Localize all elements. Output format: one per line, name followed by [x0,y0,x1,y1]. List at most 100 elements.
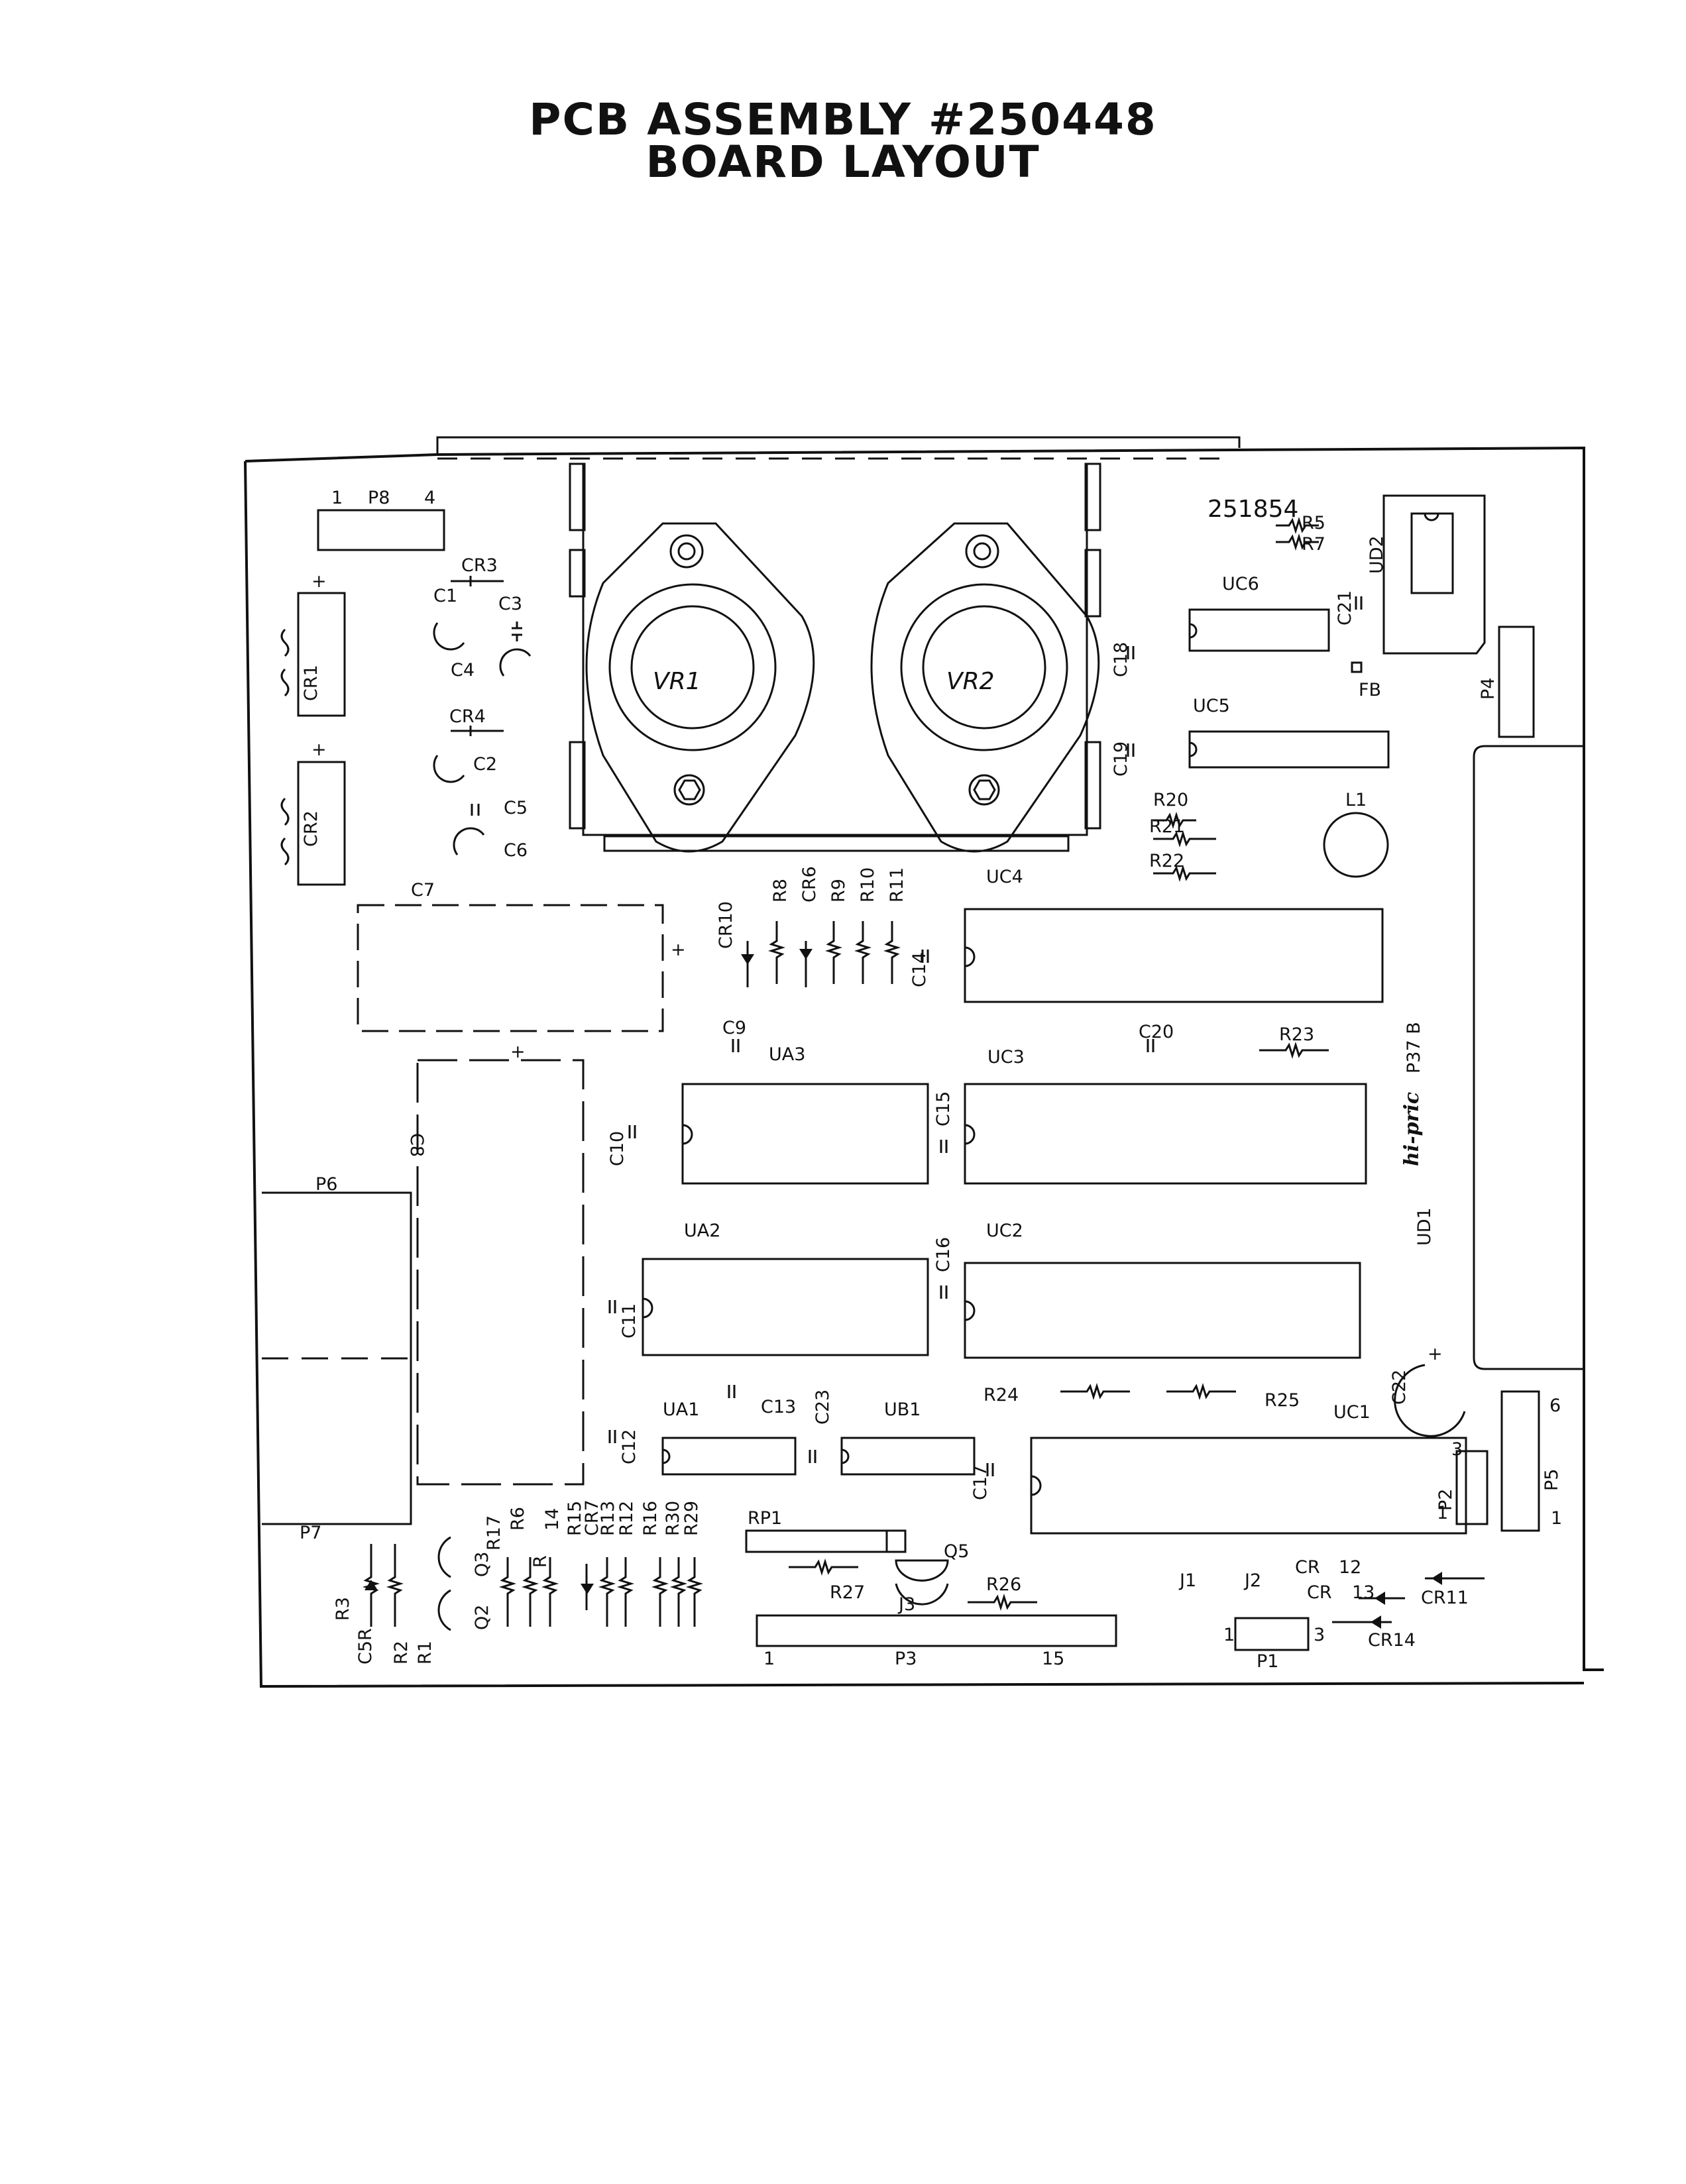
c4-label: C4 [451,660,475,681]
uc4-label: UC4 [986,867,1023,887]
cr2-plus: + [311,739,327,760]
p4-label: P4 [1478,678,1498,700]
p6-connector [262,1191,412,1525]
r11-label: R11 [887,867,907,902]
c8-label: C8 [406,1133,427,1157]
p4-connector [1498,626,1535,738]
ud2-socket [1382,494,1486,655]
r9-label: R9 [828,879,849,902]
r15-label: R15 [565,1501,585,1536]
p5-label: P5 [1542,1469,1562,1491]
p8-pin-last: 4 [424,488,435,508]
r30-label: R30 [663,1501,683,1536]
c11-label: C11 [619,1303,640,1338]
board-outline [244,446,1604,1688]
vr1-mounting-hole-bottom [673,774,705,806]
r17-label: R17 [484,1515,504,1551]
logo-code: P37 B [1404,1022,1424,1073]
c7-plus: + [671,940,686,960]
board-notch [1473,745,1584,1370]
ua3-chip [681,1083,929,1185]
r22-label: R22 [1149,851,1184,871]
p3-connector [756,1614,1117,1647]
q2-label: Q2 [472,1605,492,1630]
r5-label: R5 [1302,513,1325,533]
ud1-label: UD1 [1414,1207,1435,1246]
c13-label: C13 [761,1397,796,1417]
cr12-label-a: CR [1295,1557,1320,1578]
vr2-mounting-hole-top [965,534,999,569]
vr1-can [608,583,777,751]
c6-label: C6 [504,840,528,861]
vr2-mounting-hole-bottom [968,774,1000,806]
p5-connector [1500,1390,1540,1532]
cr13-label-a: CR [1307,1582,1332,1603]
uc1-chip [1030,1437,1467,1535]
p8-pin-first: 1 [331,488,343,508]
j1-label: J1 [1178,1570,1196,1591]
r12-label: R12 [616,1501,637,1536]
c12-label: C12 [619,1429,640,1464]
r8-label: R8 [770,879,791,902]
l1-label: L1 [1345,790,1367,810]
r23-label: R23 [1279,1024,1314,1045]
r14-label: 14 [542,1508,563,1531]
p2-connector [1455,1450,1489,1525]
c23-label: C23 [813,1390,833,1425]
c22-label: C22 [1389,1370,1410,1405]
p5-pin-last: 6 [1549,1395,1561,1416]
ub1-label: UB1 [884,1399,921,1420]
r14-prefix: R [530,1555,551,1568]
vr2-package [870,522,1100,853]
r6-label: R6 [508,1507,528,1531]
vr2-can [900,583,1068,751]
cr2-body [297,761,346,886]
cr3-label: CR3 [461,555,498,576]
p6-label: P6 [315,1174,337,1195]
r10-label: R10 [858,867,878,902]
uc2-label: UC2 [986,1221,1023,1241]
uc5-label: UC5 [1193,696,1230,716]
c16-label: C16 [933,1237,954,1272]
rp1-label: RP1 [748,1508,782,1529]
p1-pin-first: 1 [1223,1625,1235,1645]
cr1-label: CR1 [301,665,321,701]
board-top-ledge [436,436,1241,455]
p8-connector [317,509,445,551]
uc5-chip [1188,730,1390,769]
r27-label: R27 [830,1582,865,1603]
q5-label: Q5 [944,1541,969,1562]
cr6-label: CR6 [799,866,820,902]
uc3-label: UC3 [987,1047,1025,1067]
r21-label: R21 [1149,816,1184,837]
vr1-package [585,522,815,853]
r29-label: R29 [681,1501,702,1536]
cr4-label: CR4 [449,706,486,727]
p2-label: P2 [1435,1489,1456,1511]
fb-label: FB [1359,680,1381,700]
p2-pin-first: 1 [1437,1503,1448,1523]
vr1-mounting-hole-top [669,534,704,569]
p1-pin-last: 3 [1314,1625,1325,1645]
ua1-label: UA1 [663,1399,699,1420]
part-number: 251854 [1208,496,1298,523]
p2-pin-last: 3 [1451,1439,1463,1460]
r26-label: R26 [986,1574,1021,1595]
r24-label: R24 [984,1385,1019,1405]
vr1-label: VR1 [653,668,701,695]
c22-capacitor [1394,1364,1466,1437]
cr1-plus: + [311,571,327,592]
p3-label: P3 [895,1649,917,1669]
q5-transistor [895,1559,949,1582]
q3-label: Q3 [472,1552,492,1577]
c21-label: C21 [1335,590,1355,626]
c8-plus: + [510,1042,526,1062]
r7-label: R7 [1302,534,1325,555]
c14-label: C14 [909,952,930,987]
ua2-chip [642,1258,929,1356]
p3-pin-last: 15 [1042,1649,1064,1669]
c17-label: C17 [970,1465,991,1500]
p5-pin-first: 1 [1551,1508,1562,1529]
c20-label: C20 [1139,1022,1174,1042]
